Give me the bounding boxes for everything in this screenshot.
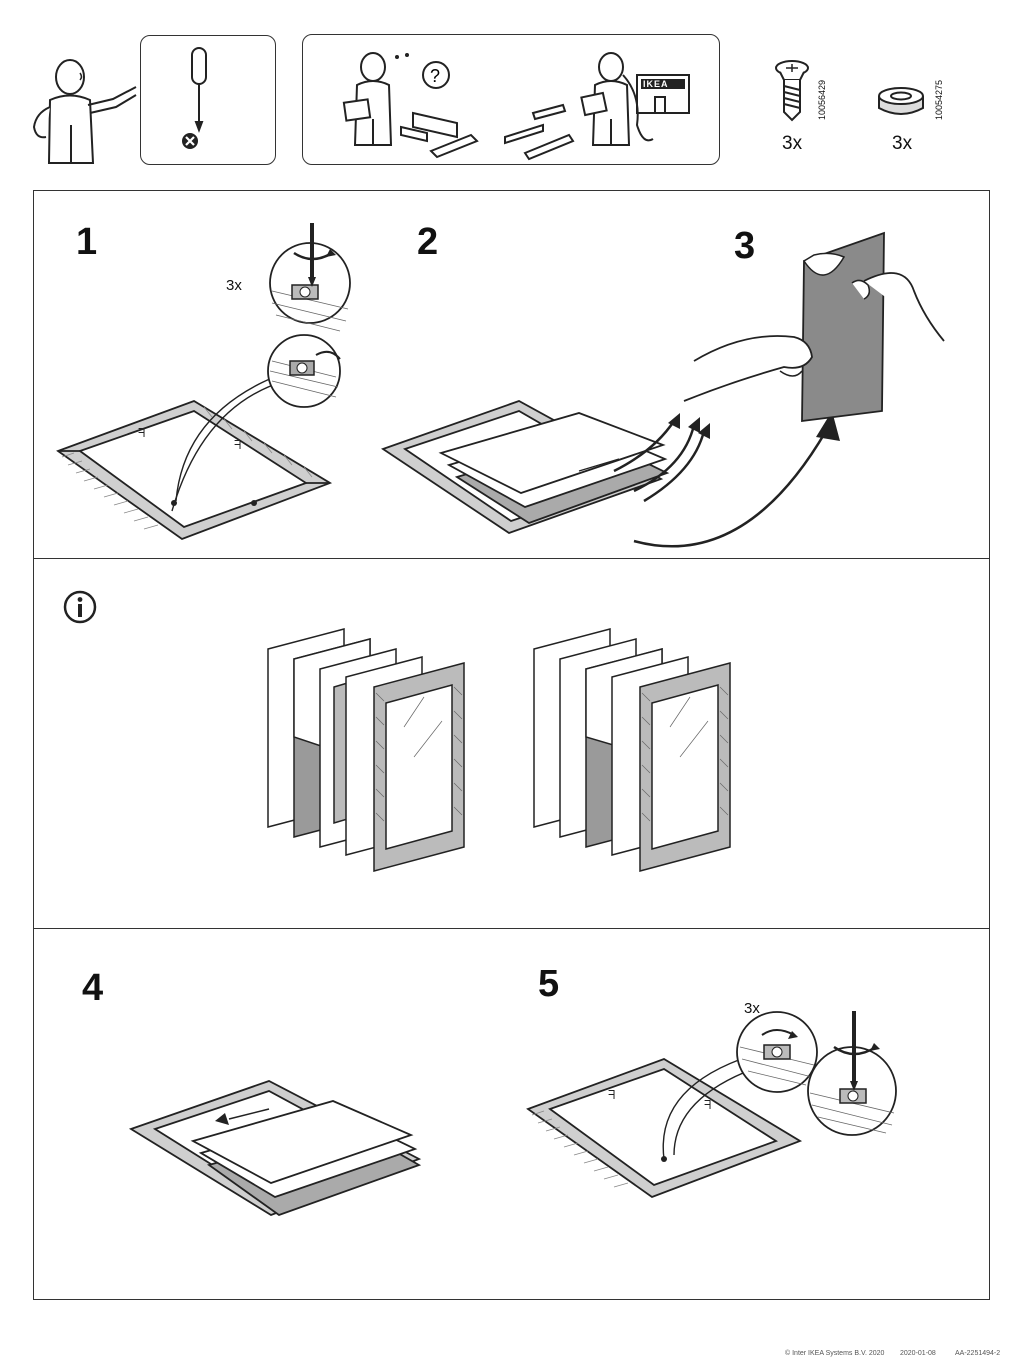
- ikea-sign-text: IKEA: [643, 79, 669, 89]
- washer-part-number: 10054275: [934, 79, 944, 120]
- step-5-number: 5: [538, 963, 560, 1005]
- assembly-figure-pointing: [28, 55, 138, 170]
- step-3-number: 3: [734, 225, 756, 267]
- washer-quantity: 3x: [892, 133, 913, 154]
- confused-figure-icon: ?: [342, 52, 479, 159]
- svg-text:ᖷ: ᖷ: [234, 438, 241, 452]
- step-5-callout-left: [736, 1011, 818, 1093]
- step-4-frame-illustration: [128, 1080, 422, 1217]
- lift-out-arrows: [613, 411, 840, 548]
- step-4-number: 4: [82, 967, 104, 1009]
- step-1-number: 1: [76, 221, 98, 263]
- exploded-layers-photo-order-2: [533, 628, 731, 872]
- step-5-quantity-label: 3x: [744, 1000, 760, 1017]
- step-2-number: 2: [417, 221, 439, 263]
- steps-4-5-panel: 4 5 ᖷ ᖷ: [33, 928, 990, 1300]
- help-panel: ? IKEA: [302, 34, 720, 165]
- svg-text:ᖷ: ᖷ: [704, 1098, 711, 1112]
- screwdriver-icon: [191, 47, 207, 133]
- svg-text:?: ?: [430, 66, 440, 86]
- info-icon: [63, 590, 97, 624]
- step-1-quantity-label: 3x: [226, 277, 242, 294]
- exploded-layers-photo-order-1: [267, 628, 465, 872]
- screw-part-number: 10056429: [817, 79, 827, 120]
- svg-text:ᖷ: ᖷ: [138, 426, 145, 440]
- svg-text:ᖷ: ᖷ: [608, 1088, 615, 1102]
- step-1-frame-illustration: ᖷ ᖷ: [56, 223, 351, 541]
- step-5-callout-right: [807, 1011, 897, 1136]
- step-5-frame-illustration: ᖷ ᖷ: [526, 1048, 803, 1199]
- screw-icon: [775, 60, 809, 122]
- footer-copyright: © Inter IKEA Systems B.V. 2020: [785, 1350, 885, 1357]
- step-2-frame-illustration: [381, 400, 670, 534]
- info-panel: [33, 558, 990, 930]
- help-call-icon: [504, 52, 690, 161]
- steps-1-3-panel: 1 2 3 ᖷ ᖷ: [33, 190, 990, 560]
- washer-ring-icon: [878, 87, 924, 115]
- not-included-x-icon: [182, 133, 198, 149]
- tools-panel: [140, 35, 276, 165]
- footer-doc-id: AA-2251494-2: [955, 1350, 1001, 1357]
- screw-quantity: 3x: [782, 133, 803, 154]
- step-3-peel-film-illustration: [683, 231, 945, 423]
- footer-date: 2020-01-08: [900, 1350, 936, 1357]
